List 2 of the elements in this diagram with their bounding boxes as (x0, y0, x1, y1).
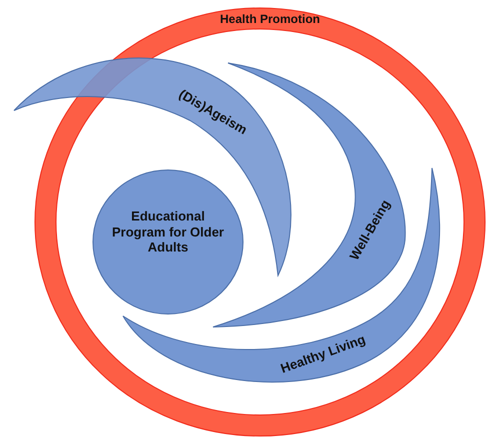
ring-label: Health Promotion (220, 12, 320, 26)
circle-label: Educational Program for Older Adults (111, 208, 225, 256)
